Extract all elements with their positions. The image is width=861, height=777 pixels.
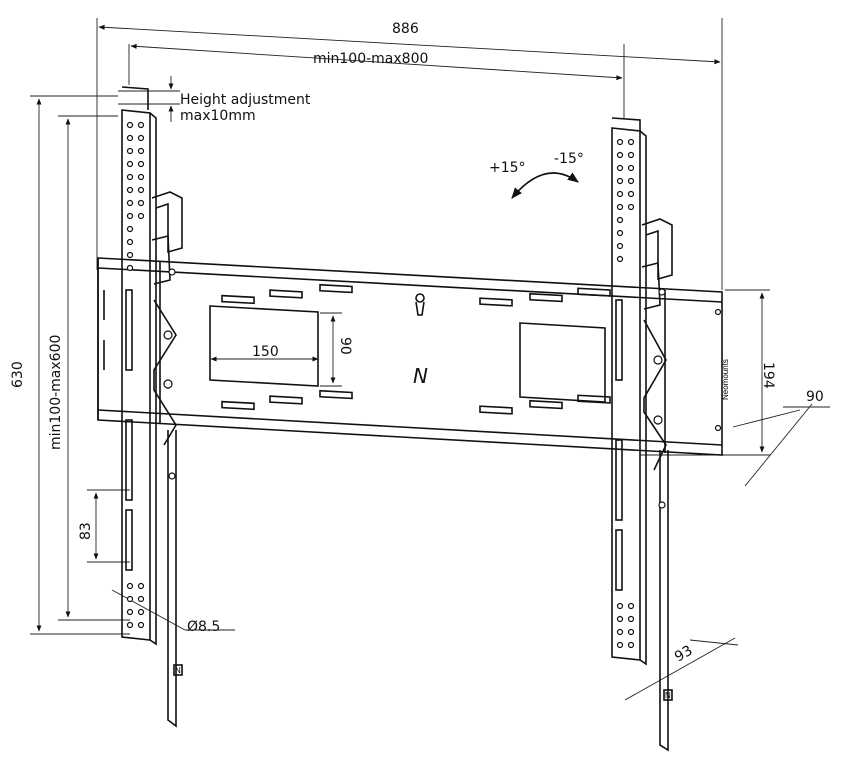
depth-label: 90 [806,389,824,405]
left-arm-holes [126,121,145,629]
hole-diameter-label: Ø8.5 [187,619,220,635]
bottom-slots [221,389,611,415]
vesa-width-label: min100-max800 [313,51,428,67]
right-tag-letter: N [665,691,671,700]
tilt-arrow-icon [511,172,579,199]
tilt-up-label: +15° [489,160,526,176]
top-slots [221,283,611,307]
vesa-height-label: min100-max600 [48,335,64,450]
logo-letter: N [413,364,428,388]
height-adjust-label-2: max10mm [180,108,256,124]
arm-depth-label: 93 [672,643,695,666]
tilt-down-label: -15° [554,151,584,167]
left-tag-letter: N [175,666,181,675]
left-vertical-arm: N [121,86,183,728]
right-arm-holes [616,138,635,649]
left-cutout [209,305,319,387]
overall-height-label: 630 [10,361,26,388]
slot-width-label: 150 [252,344,279,360]
wall-plate: N Neomounts [97,257,730,456]
dimension-lines [30,18,830,701]
spacing-label: 83 [78,522,94,540]
overall-width-label: 886 [392,21,419,37]
bracket-height-label: 194 [760,362,776,389]
brand-text: Neomounts [721,359,730,400]
right-cutout [519,322,606,403]
slot-height-label: 90 [337,337,353,355]
keyhole-icon [415,293,425,316]
dimension-labels: 886 min100-max800 Height adjustment max1… [10,21,824,665]
right-vertical-arm: N [611,117,673,752]
height-adjust-label-1: Height adjustment [180,92,311,108]
